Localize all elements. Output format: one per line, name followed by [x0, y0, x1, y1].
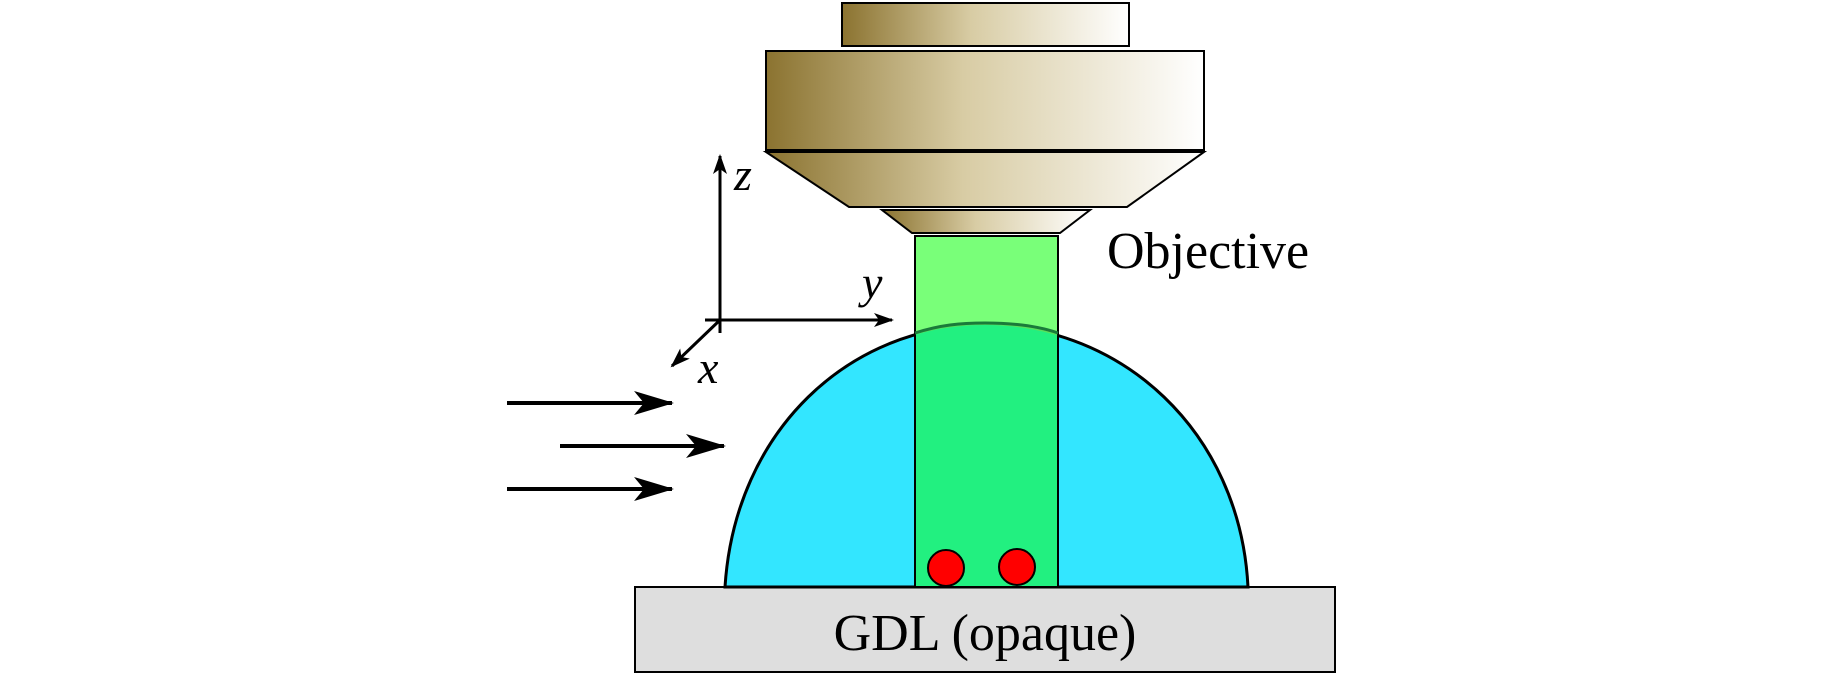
gdl-plate — [634, 586, 1336, 673]
droplet-outline — [914, 321, 1059, 335]
z-axis-label: z — [733, 149, 752, 200]
flow-arrows — [507, 391, 726, 501]
gdl-label: GDL (opaque) — [834, 605, 1137, 662]
x-axis-label: x — [697, 342, 719, 393]
coordinate-axes — [670, 154, 894, 368]
objective-label: Objective — [1107, 223, 1309, 280]
particle-left — [927, 549, 965, 587]
light-beam-in-droplet — [914, 325, 1059, 587]
microscope-objective — [762, 2, 1208, 234]
x-axis — [670, 318, 722, 368]
y-axis-label: y — [858, 257, 883, 308]
particle-right — [998, 548, 1036, 586]
